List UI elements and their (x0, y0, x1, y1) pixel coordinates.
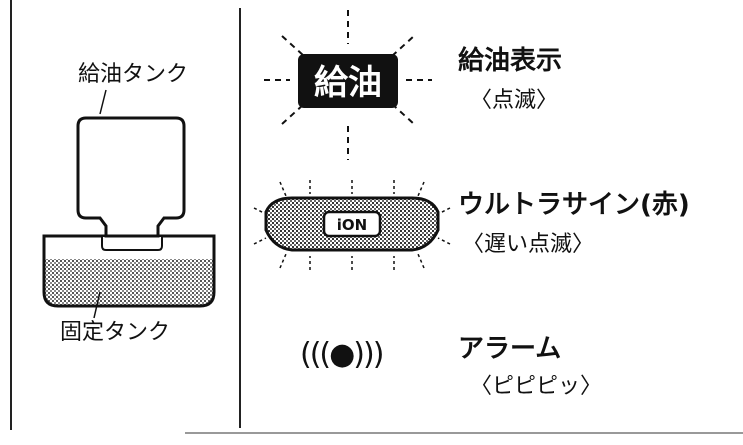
fuel-badge-icon: 給油 (264, 10, 432, 160)
left-border (10, 0, 12, 430)
fuel-indicator-subtitle: 〈点滅〉 (470, 88, 559, 113)
fuel-tank-leader (99, 89, 107, 115)
alarm-subtitle: 〈ピピピッ〉 (470, 374, 603, 399)
fixed-tank-label: 固定タンク (60, 320, 171, 345)
tank-diagram (42, 89, 216, 319)
fuel-indicator-title: 給油表示 (458, 46, 563, 76)
grille-light-icon: iON (253, 180, 451, 270)
fuel-tank-label: 給油タンク (78, 62, 189, 87)
fuel-badge-text: 給油 (314, 63, 382, 103)
fixed-tank-leader (93, 291, 101, 319)
ultra-sign-title: ウルトラサイン(赤) (458, 190, 690, 220)
alarm-title: アラーム (458, 334, 562, 364)
ultra-sign-subtitle: 〈遅い点滅〉 (462, 232, 595, 257)
bottom-rule (185, 432, 743, 434)
grille-badge-text: iON (337, 216, 367, 234)
alarm-sound-icon: (((●))) (300, 337, 384, 372)
panel-divider (239, 8, 241, 428)
fuel-tank-shape (76, 116, 186, 238)
